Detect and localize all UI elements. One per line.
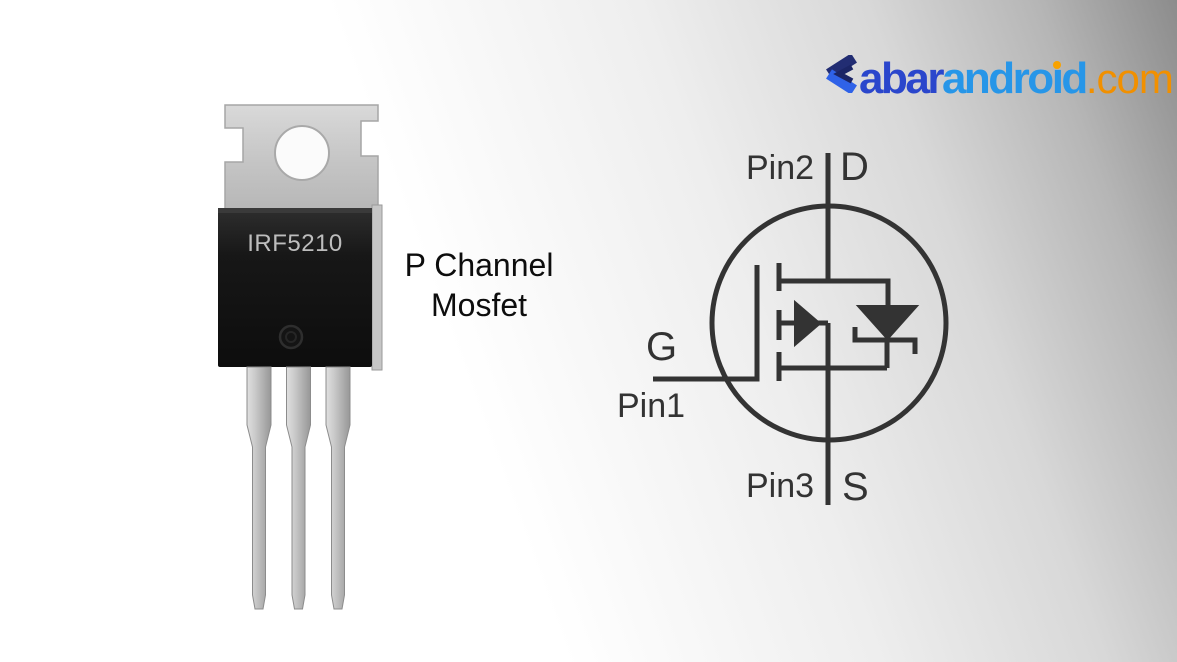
logo-kabar-text: abar [859,54,944,103]
brand-logo: abar andro ı d .com [822,54,1174,103]
label-pin1: Pin1 [617,387,686,425]
caption-line-1: P Channel [404,247,554,283]
label-gate: G [646,325,678,369]
logo-tld-text: .com [1085,55,1174,102]
leg-2 [286,366,311,610]
drain-internal-line [779,278,891,306]
package-body-highlight [218,208,372,213]
label-source: S [842,465,869,509]
tab-hole [274,125,330,181]
caption-line-2: Mosfet [430,287,528,323]
logo-android-i-dot: ı [1051,54,1064,103]
manufacturer-mark [278,324,304,350]
substrate-arrow [794,299,822,348]
package-body [218,208,372,367]
kabar-chevron-icon [826,55,857,93]
tab-edge [371,204,383,371]
pinout-schematic [653,153,949,505]
leg-3 [325,366,351,610]
logo-android-text-end: d [1061,54,1088,103]
part-number-marking: IRF5210 [247,230,343,257]
manufacturer-mark-inner [285,331,297,343]
gate-lead-line [653,265,760,382]
body-diode-triangle [855,305,920,341]
label-pin2: Pin2 [746,149,815,187]
label-drain: D [840,145,869,189]
leg-1 [246,366,272,610]
mosfet-photo: IRF5210 [218,104,383,610]
logo-android-text: andro [941,54,1054,103]
label-pin3: Pin3 [746,467,815,505]
caption: P Channel Mosfet [396,245,562,325]
